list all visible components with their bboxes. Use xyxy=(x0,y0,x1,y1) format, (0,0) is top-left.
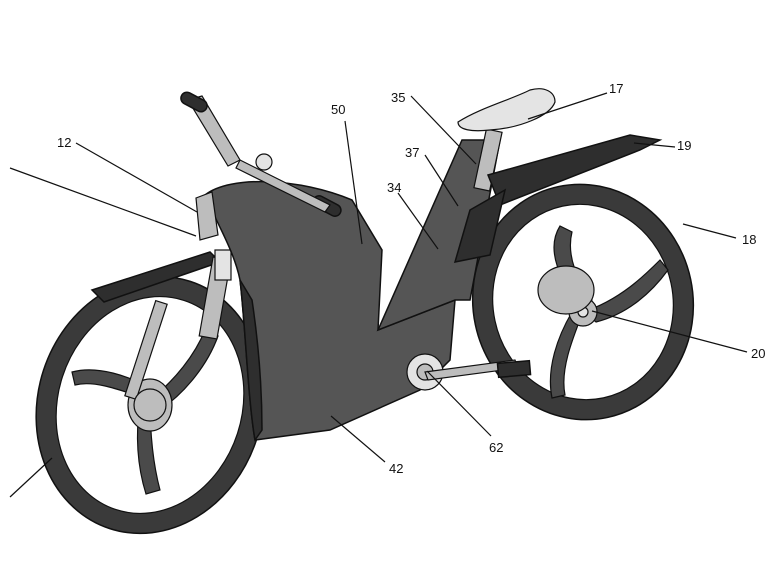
main-frame xyxy=(204,139,501,442)
ref-label-20: 20 xyxy=(751,346,765,361)
ref-label-42: 42 xyxy=(389,461,403,476)
ref-label-50: 50 xyxy=(331,102,345,117)
reference-numerals: 12 50 35 17 19 37 34 18 20 62 42 xyxy=(57,81,765,476)
seat-assembly xyxy=(453,88,663,263)
ref-label-34: 34 xyxy=(387,180,401,195)
ref-label-37: 37 xyxy=(405,145,419,160)
handlebar xyxy=(180,91,342,241)
ref-label-35: 35 xyxy=(391,90,405,105)
leader-lines xyxy=(9,92,748,498)
crank-assembly xyxy=(133,353,532,422)
front-fork xyxy=(90,249,232,401)
ref-label-19: 19 xyxy=(677,138,691,153)
ref-label-17: 17 xyxy=(609,81,623,96)
ref-label-12: 12 xyxy=(57,135,71,150)
ref-label-62: 62 xyxy=(489,440,503,455)
ref-label-18: 18 xyxy=(742,232,756,247)
